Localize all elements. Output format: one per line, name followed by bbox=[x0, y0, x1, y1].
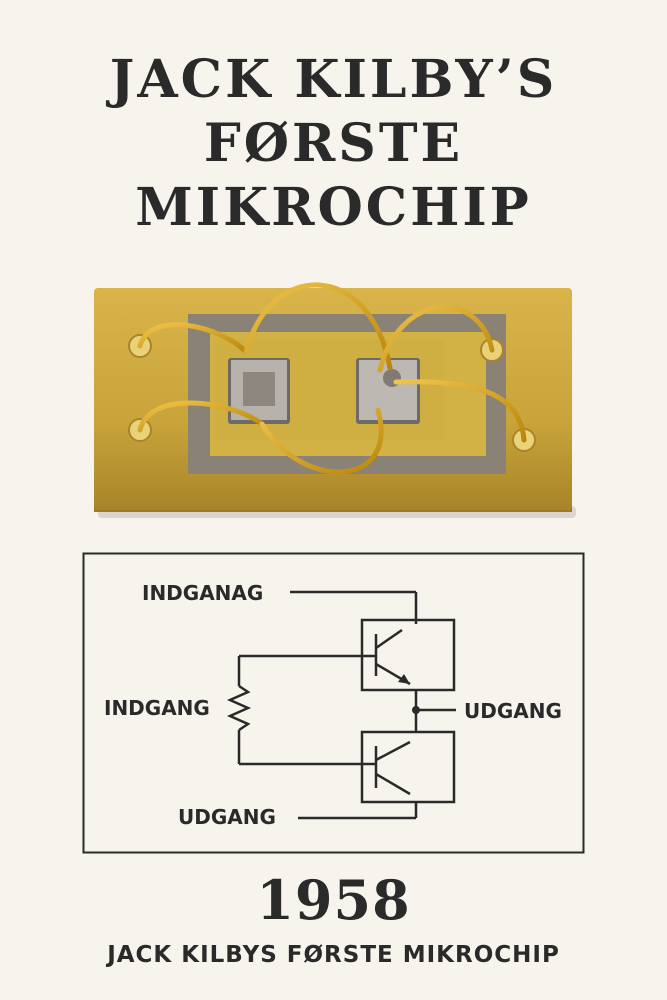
poster-subtitle: JACK KILBYS FØRSTE MIKROCHIP bbox=[107, 942, 560, 968]
schematic-lines bbox=[226, 590, 456, 820]
wire-6 bbox=[393, 379, 527, 443]
poster-title: JACK KILBY’S FØRSTE MIKROCHIP bbox=[0, 48, 667, 240]
wire-5 bbox=[377, 304, 495, 373]
schematic-border bbox=[82, 552, 585, 854]
title-line-2: FØRSTE bbox=[203, 113, 464, 174]
microchip-image bbox=[94, 282, 576, 518]
wire-1 bbox=[137, 322, 249, 355]
title-line-3: MIKROCHIP bbox=[135, 177, 532, 238]
schematic-diagram: INDGANAG INDGANG UDGANG UDGANG bbox=[82, 552, 585, 854]
year-label: 1958 bbox=[256, 868, 411, 932]
die-left-center bbox=[243, 372, 275, 406]
microchip-illustration bbox=[0, 270, 667, 530]
label-output-right: UDGANG bbox=[464, 699, 562, 723]
label-output-bottom: UDGANG bbox=[178, 805, 276, 829]
label-input-top: INDGANAG bbox=[142, 581, 263, 605]
wire-2 bbox=[137, 400, 265, 433]
circuit-schematic: INDGANAG INDGANG UDGANG UDGANG bbox=[82, 552, 585, 854]
wire-4 bbox=[259, 407, 384, 475]
label-input-left: INDGANG bbox=[104, 696, 210, 720]
wire-3 bbox=[243, 282, 393, 371]
emitter-arrow bbox=[398, 674, 410, 684]
output-node bbox=[412, 706, 420, 714]
title-line-1: JACK KILBY’S bbox=[109, 49, 558, 110]
bond-wires bbox=[137, 282, 527, 475]
